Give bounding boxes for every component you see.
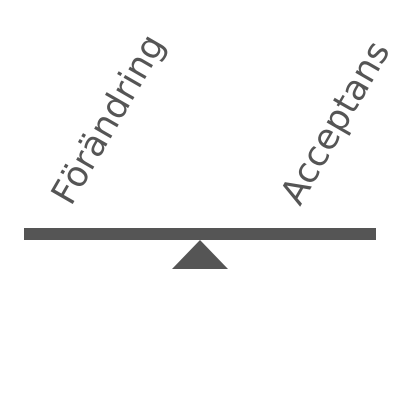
seesaw-fulcrum (172, 240, 228, 269)
seesaw-plank (24, 228, 376, 240)
